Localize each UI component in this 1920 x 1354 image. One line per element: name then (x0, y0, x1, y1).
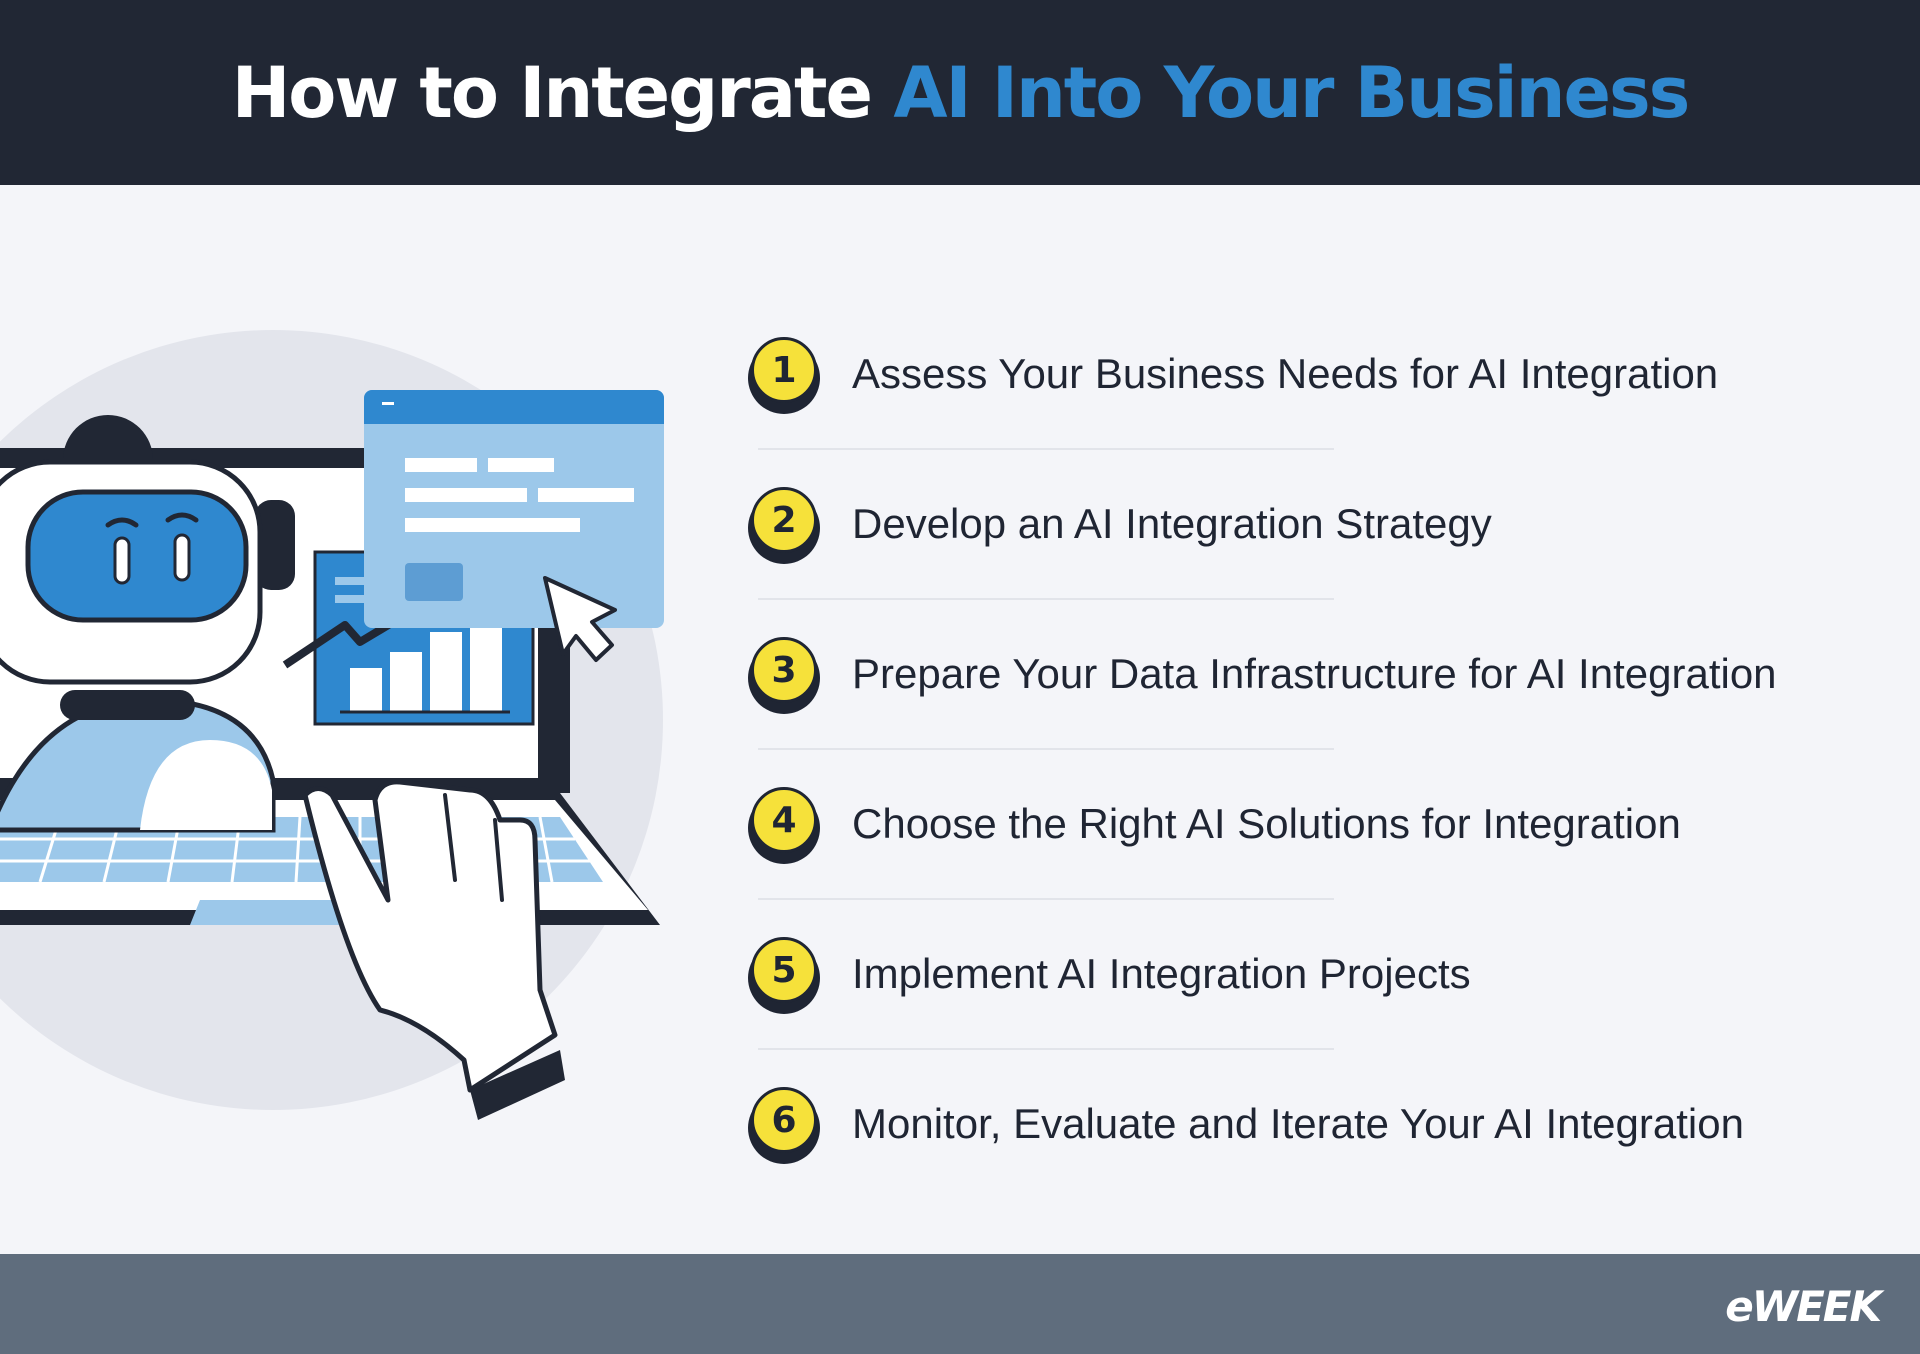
browser-window-icon (364, 390, 664, 628)
divider (758, 598, 1334, 600)
ai-illustration (0, 330, 664, 1120)
eweek-logo: eWEEK (1725, 1282, 1882, 1331)
step-item: 5 Implement AI Integration Projects (748, 900, 1868, 1048)
step-number: 6 (751, 1087, 817, 1153)
step-number: 3 (751, 637, 817, 703)
step-badge: 1 (748, 337, 822, 414)
header-banner: How to Integrate AI Into Your Business (0, 0, 1920, 185)
divider (758, 448, 1334, 450)
step-badge: 6 (748, 1087, 822, 1164)
step-number: 1 (751, 337, 817, 403)
step-label: Implement AI Integration Projects (852, 950, 1471, 997)
page-title: How to Integrate AI Into Your Business (231, 51, 1691, 134)
step-badge: 3 (748, 637, 822, 714)
divider (758, 748, 1334, 750)
step-label: Develop an AI Integration Strategy (852, 500, 1492, 547)
step-badge: 4 (748, 787, 822, 864)
footer-bar: eWEEK (0, 1254, 1920, 1354)
hand-icon (302, 779, 565, 1120)
step-number: 4 (751, 787, 817, 853)
step-number: 2 (751, 487, 817, 553)
step-badge: 2 (748, 487, 822, 564)
title-accent: AI Into Your Business (893, 51, 1690, 134)
cursor-icon (543, 576, 617, 662)
step-item: 1 Assess Your Business Needs for AI Inte… (748, 300, 1868, 448)
step-number: 5 (751, 937, 817, 1003)
step-item: 2 Develop an AI Integration Strategy (748, 450, 1868, 598)
step-item: 3 Prepare Your Data Infrastructure for A… (748, 600, 1868, 748)
step-item: 6 Monitor, Evaluate and Iterate Your AI … (748, 1050, 1868, 1198)
step-badge: 5 (748, 937, 822, 1014)
step-label: Prepare Your Data Infrastructure for AI … (852, 650, 1777, 697)
title-plain: How to Integrate (231, 51, 894, 134)
divider (758, 898, 1334, 900)
robot-icon (0, 415, 295, 833)
steps-list: 1 Assess Your Business Needs for AI Inte… (748, 300, 1868, 1198)
step-label: Monitor, Evaluate and Iterate Your AI In… (852, 1100, 1744, 1147)
step-label: Choose the Right AI Solutions for Integr… (852, 800, 1681, 847)
step-item: 4 Choose the Right AI Solutions for Inte… (748, 750, 1868, 898)
step-label: Assess Your Business Needs for AI Integr… (852, 350, 1719, 397)
trend-line (282, 614, 403, 669)
divider (758, 1048, 1334, 1050)
